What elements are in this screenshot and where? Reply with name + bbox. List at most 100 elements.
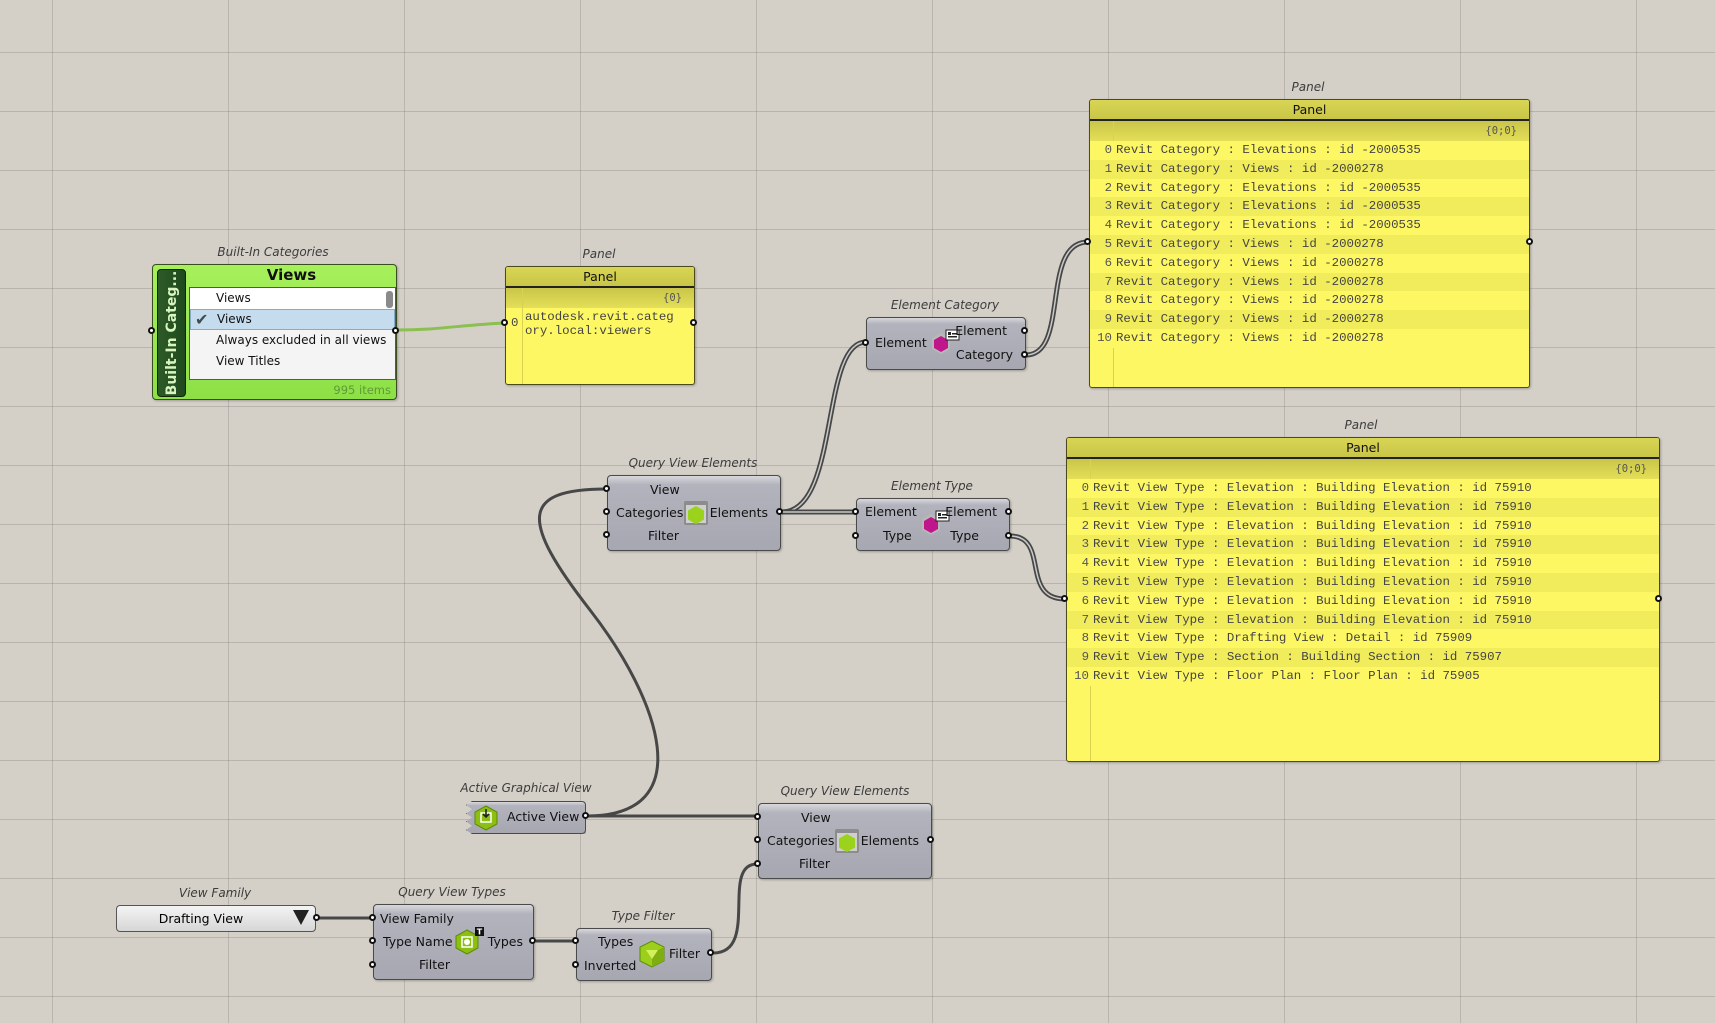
builtin-categories-side-tab[interactable]: Built-In Categ... (157, 269, 186, 397)
row-text: Revit Category : Elevations : id -200053… (1116, 180, 1421, 195)
qvt-view-family-port[interactable] (369, 914, 376, 921)
panel-categories-input-port[interactable] (1084, 238, 1091, 245)
qve2-view-port[interactable] (754, 813, 761, 820)
list-item-selected[interactable]: ✔Views (190, 309, 395, 330)
row-index: 3 (1104, 199, 1112, 214)
panel-input-port[interactable] (501, 319, 508, 326)
row-text: Revit Category : Elevations : id -200053… (1116, 143, 1421, 157)
view-family-dropdown[interactable]: Drafting View (116, 905, 316, 932)
input-label: View (801, 810, 831, 825)
row-text: Revit Category : Elevations : id -200053… (1116, 199, 1421, 214)
row-index: 10 (1074, 668, 1089, 683)
qve1-categories-port[interactable] (603, 508, 610, 515)
builtin-output-port[interactable] (392, 327, 399, 334)
triangle-down-icon[interactable] (293, 910, 309, 925)
panel-title: Panel (1067, 438, 1659, 459)
panel-types-input-port[interactable] (1061, 595, 1068, 602)
element-category-input-port[interactable] (862, 339, 869, 346)
row-text: Revit Category : Views : id -2000278 (1116, 330, 1384, 345)
row-index: 0 (511, 316, 519, 330)
type-filter-component[interactable]: Types Inverted Filter (576, 928, 712, 981)
row-index: 6 (1081, 593, 1089, 608)
qvt-type-name-port[interactable] (369, 937, 376, 944)
side-label: Built-In Categ... (163, 270, 180, 396)
qve2-categories-port[interactable] (754, 836, 761, 843)
panel-category-name[interactable]: Panel {0} 0 autodesk.revit.categ ory.loc… (505, 266, 695, 385)
wire-category-to-panel[interactable] (1025, 239, 1089, 358)
type-filter-inverted-port[interactable] (572, 961, 579, 968)
panel-nickname: Panel (582, 247, 616, 261)
element-type-element-output-port[interactable] (1005, 508, 1012, 515)
view-family-output-port[interactable] (313, 914, 320, 921)
row-index: 4 (1104, 218, 1112, 233)
list-item[interactable]: Views (190, 288, 395, 309)
element-category-output-element-port[interactable] (1021, 327, 1028, 334)
panel-row: 9 Revit Category : Views : id -2000278 (1090, 310, 1529, 329)
active-graphical-view-component[interactable]: Active View (466, 801, 586, 834)
type-filter-types-port[interactable] (572, 937, 579, 944)
row-text: Revit View Type : Elevation : Building E… (1093, 612, 1532, 627)
element-category-output-category-port[interactable] (1021, 351, 1028, 358)
wire-elements-to-category[interactable] (781, 339, 867, 515)
row-text: Revit View Type : Elevation : Building E… (1093, 518, 1532, 533)
qvt-filter-port[interactable] (369, 961, 376, 968)
qvt-nickname: Query View Types (398, 885, 506, 899)
type-filter-output-port[interactable] (707, 949, 714, 956)
list-item[interactable]: Always excluded in all views (190, 330, 395, 351)
qve1-filter-port[interactable] (603, 531, 610, 538)
magenta-hexagon-card-icon (932, 329, 960, 354)
qvt-types-port[interactable] (529, 937, 536, 944)
element-type-element-input-port[interactable] (852, 508, 859, 515)
element-category-component[interactable]: Element Element Category (866, 317, 1026, 370)
builtin-input-port[interactable] (148, 327, 155, 334)
output-label: Element (955, 323, 1007, 338)
row-text: Revit View Type : Elevation : Building E… (1093, 574, 1532, 589)
panel-nickname: Panel (1344, 418, 1378, 432)
row-index: 9 (1104, 312, 1112, 327)
panel-row: 0 Revit Category : Elevations : id -20005… (1090, 141, 1529, 160)
panel-categories-output-port[interactable] (1526, 238, 1533, 245)
active-view-output-port[interactable] (582, 812, 589, 819)
panel-types-output-port[interactable] (1655, 595, 1662, 602)
element-type-type-input-port[interactable] (852, 532, 859, 539)
list-item-label: Always excluded in all views (216, 333, 387, 347)
row-index: 7 (1104, 274, 1112, 289)
row-text: Revit Category : Views : id -2000278 (1116, 312, 1384, 327)
builtin-categories-component[interactable]: Built-In Categ... Views Views ✔Views Alw… (152, 264, 397, 400)
wire-type-to-panel[interactable] (1009, 533, 1066, 602)
wire-builtin-to-panel[interactable] (395, 321, 506, 332)
input-label: Inverted (584, 958, 637, 973)
query-view-elements-component-2[interactable]: View Categories Filter Elements (758, 803, 932, 879)
row-text-line: autodesk.revit.categ (525, 310, 674, 324)
qve1-view-port[interactable] (603, 485, 610, 492)
active-view-label: Active View (507, 809, 580, 824)
input-label: Element (875, 335, 927, 350)
category-list[interactable]: Views ✔Views Always excluded in all view… (189, 287, 396, 380)
scrollbar[interactable] (386, 291, 393, 308)
element-type-type-output-port[interactable] (1005, 532, 1012, 539)
qve2-filter-port[interactable] (754, 860, 761, 867)
output-label: Elements (709, 505, 768, 520)
row-index: 1 (1104, 161, 1112, 176)
output-label: Type (950, 528, 979, 543)
row-text: Revit Category : Views : id -2000278 (1116, 255, 1384, 270)
row-index: 0 (1104, 143, 1112, 157)
panel-output-port[interactable] (690, 319, 697, 326)
list-item[interactable]: View Titles (190, 351, 395, 372)
row-text: Revit View Type : Elevation : Building E… (1093, 593, 1532, 608)
qve2-elements-port[interactable] (927, 836, 934, 843)
checkmark-icon: ✔ (195, 310, 209, 329)
wire-filter-to-qve2[interactable] (712, 862, 758, 955)
element-type-component[interactable]: Element Type Element Type (856, 498, 1010, 551)
query-view-types-component[interactable]: View Family Type Name Filter T Types (373, 904, 534, 980)
query-view-elements-component-1[interactable]: View Categories Filter Elements (607, 475, 781, 551)
qve1-elements-port[interactable] (776, 508, 783, 515)
